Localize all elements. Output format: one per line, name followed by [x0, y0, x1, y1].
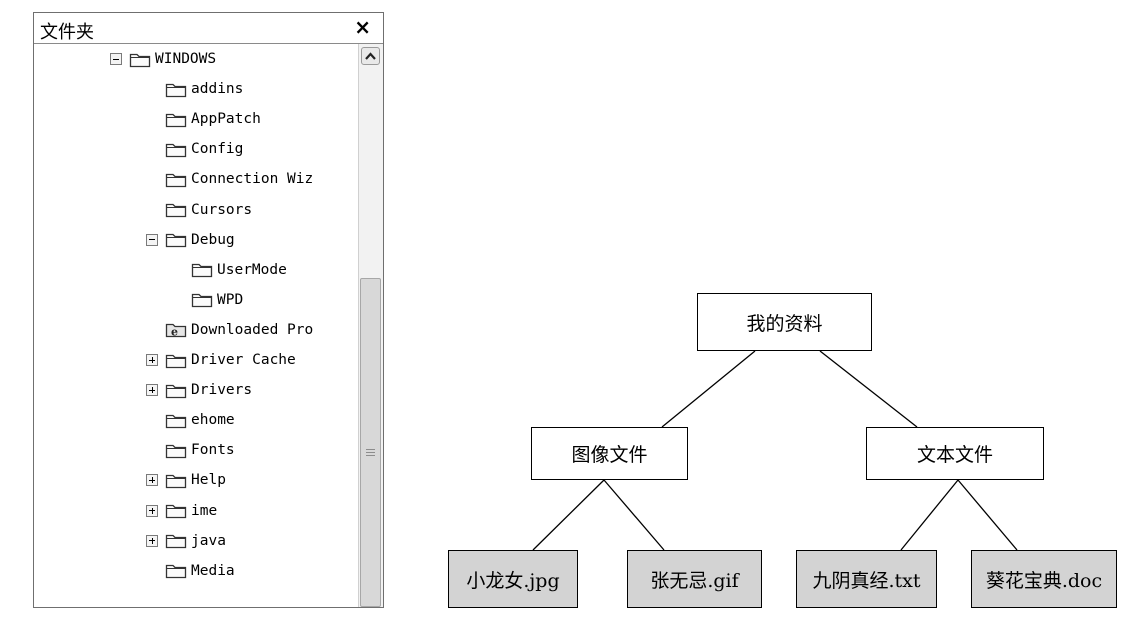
tree-item-label: Config [191, 141, 244, 158]
pane-header: 文件夹 × [34, 13, 383, 44]
folder-icon [191, 261, 213, 278]
tree-item-label: ime [191, 502, 218, 519]
tree-item[interactable]: addins [165, 77, 243, 101]
tree-item[interactable]: java [146, 529, 226, 553]
tree-item[interactable]: Cursors [165, 198, 252, 222]
diagram-node-texts: 文本文件 [866, 427, 1044, 480]
connector-line [661, 350, 756, 428]
expand-plus-icon[interactable] [146, 354, 158, 366]
tree-item-label: Downloaded Pro [191, 321, 314, 338]
pane-title: 文件夹 [40, 22, 94, 43]
tree-item-label: WPD [217, 291, 244, 308]
collapse-minus-icon[interactable] [110, 53, 122, 65]
tree-item[interactable]: AppPatch [165, 107, 261, 131]
tree-item-label: Drivers [191, 382, 253, 399]
tree-item[interactable]: Media [165, 559, 235, 583]
collapse-minus-icon[interactable] [146, 233, 158, 246]
folder-icon [165, 532, 187, 549]
diagram-leaf-node: 张无忌.gif [627, 550, 762, 608]
grip-line [366, 455, 375, 456]
tree-item-label: java [191, 532, 226, 549]
folder-icon [165, 502, 187, 519]
chevron-up-icon [365, 52, 376, 60]
diagram-node-images: 图像文件 [531, 427, 688, 480]
folder-icon [165, 201, 187, 218]
folder-icon [191, 291, 213, 308]
folder-icon [165, 442, 187, 459]
tree-item-label: Cursors [191, 201, 253, 218]
tree-item[interactable]: e Downloaded Pro [165, 318, 313, 342]
connector-line [900, 479, 959, 551]
diagram-leaf-node: 葵花宝典.doc [971, 550, 1117, 608]
tree-item[interactable]: ime [146, 499, 217, 523]
tree-item[interactable]: WINDOWS [110, 47, 216, 71]
scroll-up-button[interactable] [361, 47, 380, 65]
tree-item[interactable]: Config [165, 137, 243, 161]
expand-plus-icon[interactable] [146, 504, 158, 517]
tree-item-label: Driver Cache [191, 352, 296, 368]
folder-icon [165, 81, 187, 98]
folder-icon [129, 51, 151, 68]
folder-icon [165, 472, 187, 489]
tree-item[interactable]: Debug [146, 228, 235, 252]
folder-icon [165, 382, 187, 399]
tree-item-label: WINDOWS [155, 51, 217, 67]
folder-icon [165, 562, 187, 579]
expand-plus-icon[interactable] [146, 474, 158, 487]
tree-item-label: addins [191, 81, 244, 98]
svg-text:e: e [171, 326, 178, 339]
tree-item-label: AppPatch [191, 111, 261, 128]
grip-line [366, 449, 375, 450]
diagram-leaf-node: 小龙女.jpg [448, 550, 578, 608]
expand-plus-icon[interactable] [146, 384, 158, 397]
tree-item-label: UserMode [217, 261, 287, 278]
tree-item[interactable]: Connection Wiz [165, 167, 313, 191]
tree-item-label: Debug [191, 231, 235, 248]
tree-item-label: Media [191, 562, 235, 579]
vertical-scrollbar[interactable] [358, 44, 383, 607]
tree-item[interactable]: Drivers [146, 378, 252, 402]
tree-item[interactable]: Fonts [165, 438, 235, 462]
tree-item[interactable]: UserMode [191, 258, 287, 282]
tree-item-label: Fonts [191, 442, 235, 459]
folder-icon [165, 231, 187, 248]
tree-item[interactable]: WPD [191, 288, 243, 312]
folder-icon [165, 412, 187, 429]
tree-item-label: Help [191, 472, 226, 489]
tree-item-label: ehome [191, 412, 235, 429]
connector-line [532, 479, 605, 551]
tree-item[interactable]: Help [146, 468, 226, 492]
tree-item-label: Connection Wiz [191, 171, 314, 188]
diagram-leaf-node: 九阴真经.txt [796, 550, 937, 608]
scroll-thumb[interactable] [360, 278, 381, 607]
connector-line [957, 479, 1018, 551]
close-button[interactable]: × [354, 15, 371, 39]
tree-item[interactable]: Driver Cache [146, 348, 296, 372]
folder-icon [165, 352, 187, 369]
folder-icon [165, 171, 187, 188]
expand-plus-icon[interactable] [146, 534, 158, 547]
folder-icon [165, 141, 187, 158]
ie-folder-icon: e [165, 321, 187, 338]
connector-line [819, 350, 918, 428]
tree-item[interactable]: ehome [165, 408, 235, 432]
connector-line [603, 479, 665, 551]
grip-line [366, 452, 375, 453]
folder-icon [165, 111, 187, 128]
diagram-root-node: 我的资料 [697, 293, 872, 351]
